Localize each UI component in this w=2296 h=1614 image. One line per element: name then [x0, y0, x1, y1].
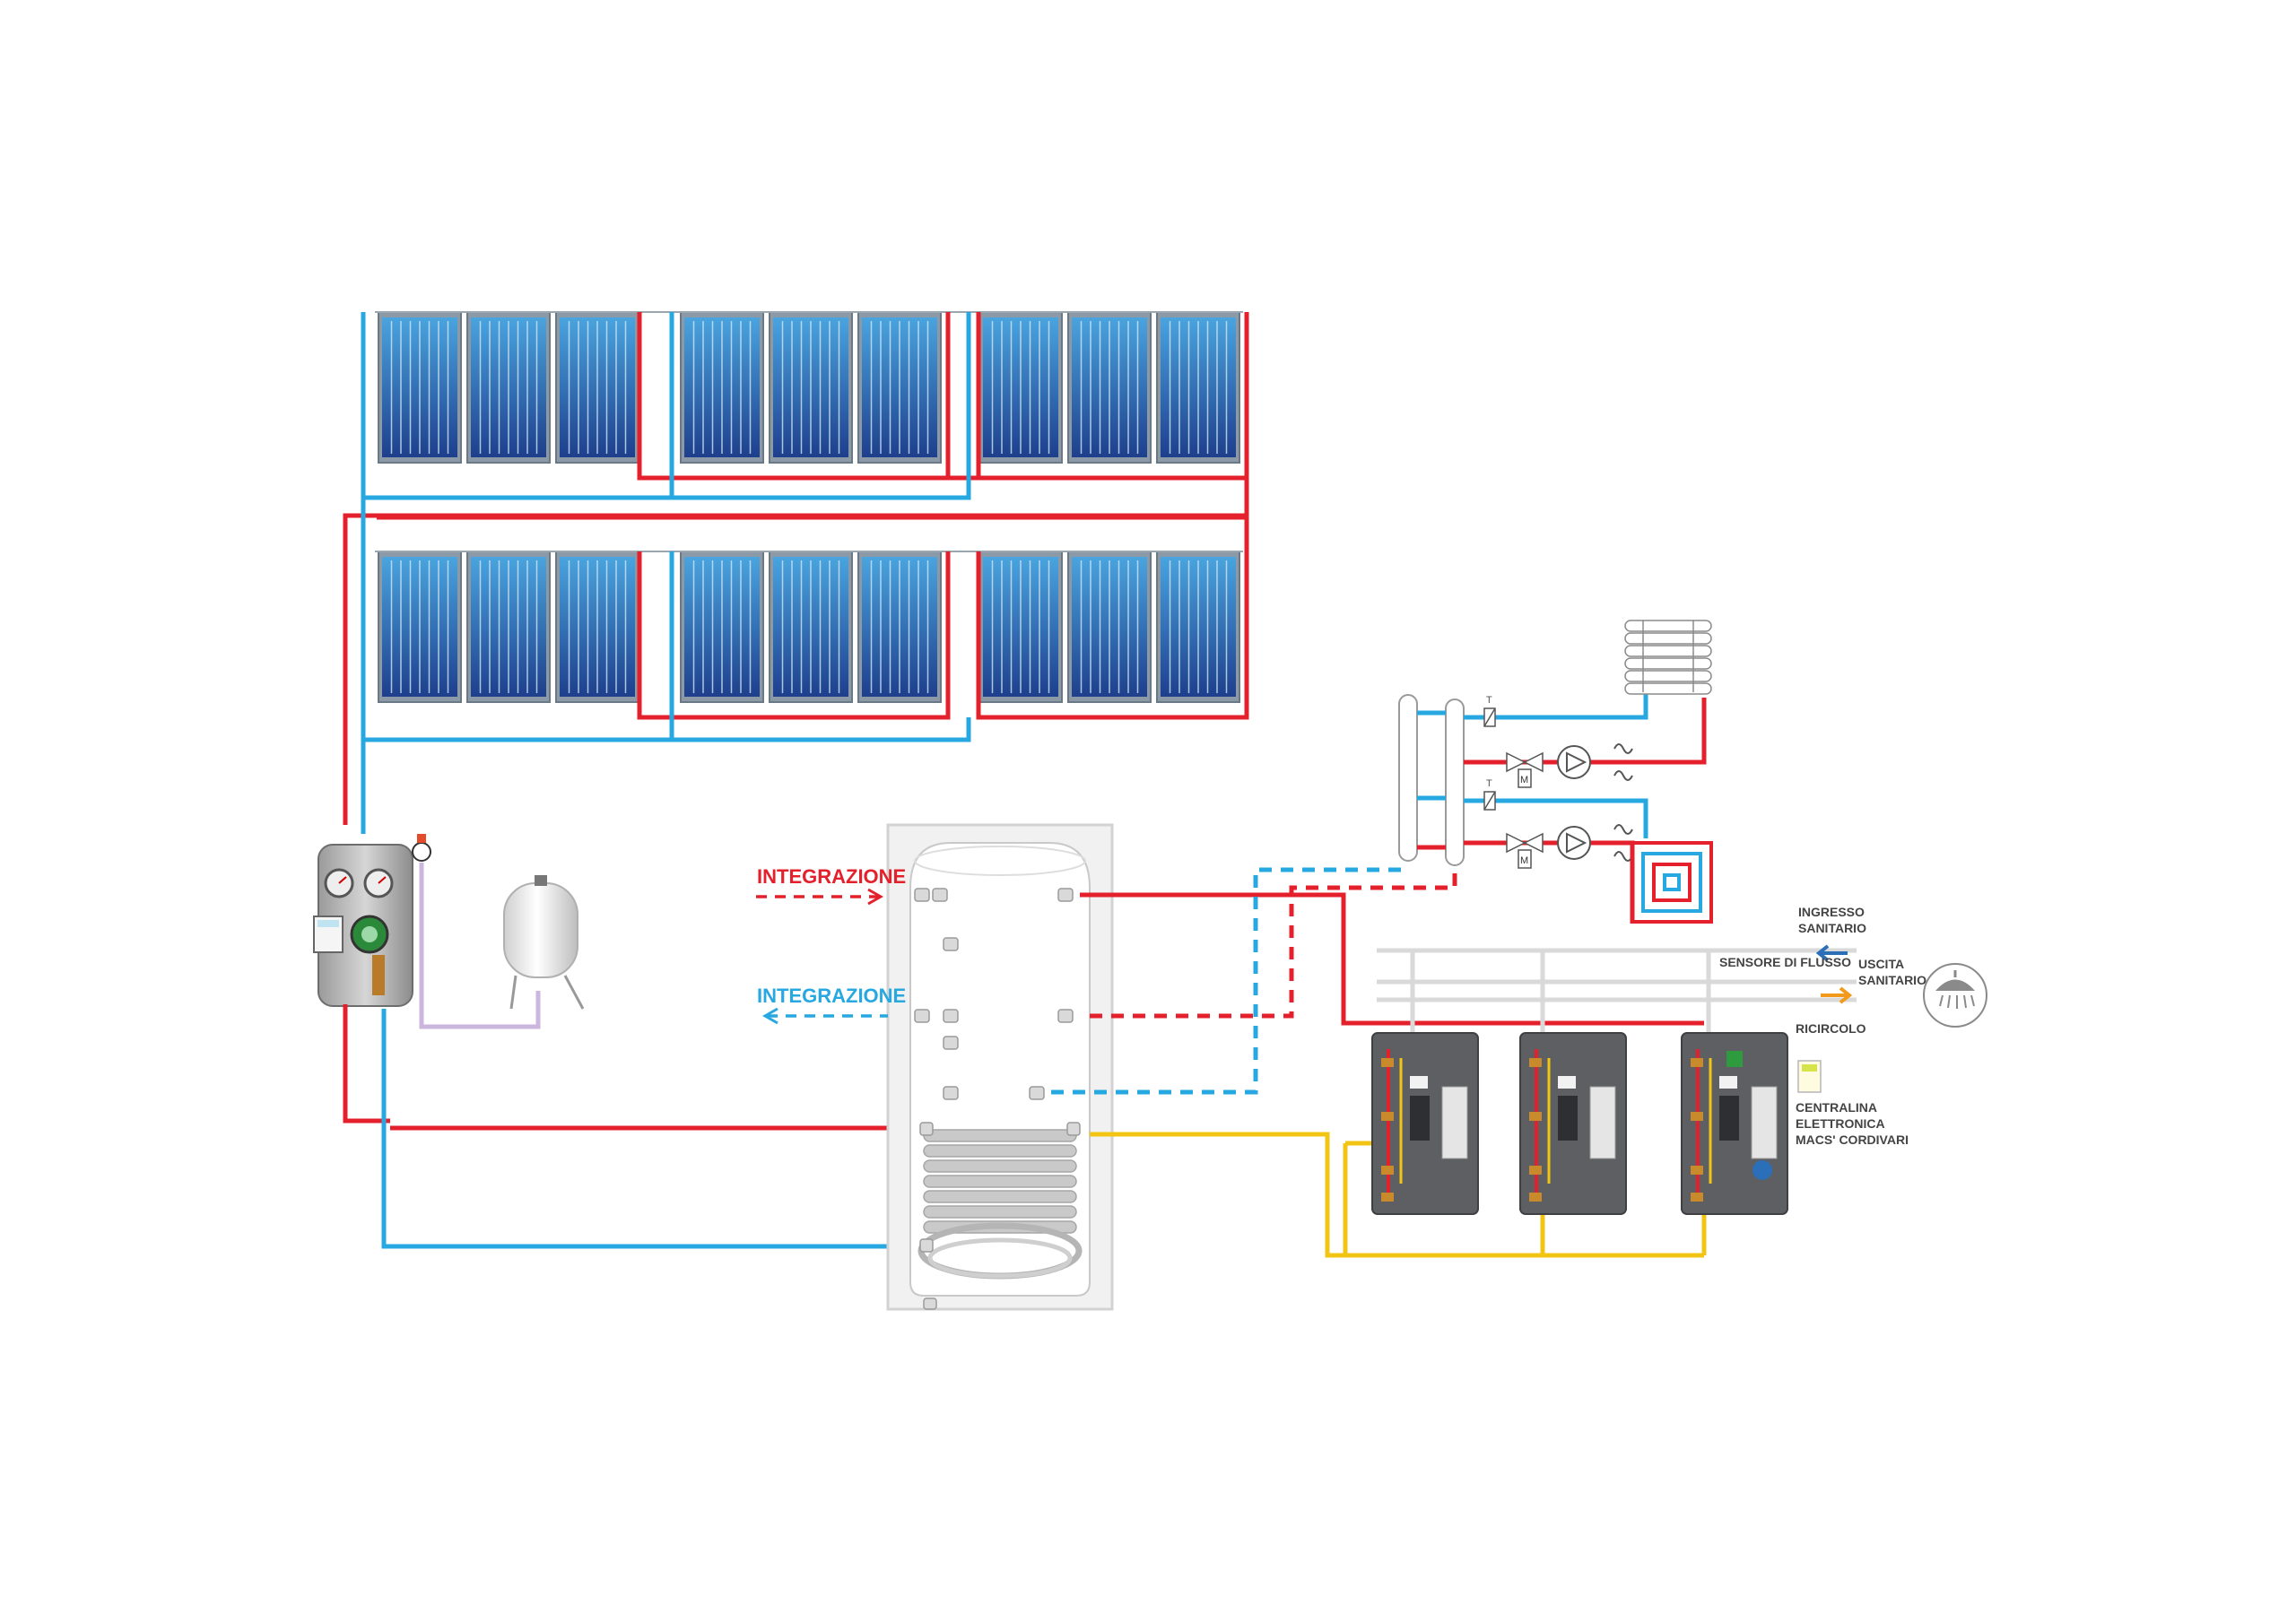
ingresso-sanitario-label-2: SANITARIO: [1798, 921, 1866, 935]
circuit-1-components: T M: [1483, 695, 1633, 788]
freshwater-module-icon: [1519, 1032, 1627, 1215]
solar-pump-station-icon: [313, 834, 431, 1007]
tank-heat-exchanger-coil: [923, 1129, 1077, 1234]
centralina-label-1: CENTRALINA: [1796, 1100, 1877, 1115]
solar-panel-icon: [1156, 551, 1240, 703]
sanitary-inlet-arrow: [1815, 944, 1848, 962]
solar-panel-icon: [1067, 551, 1152, 703]
solar-panel-icon: [466, 551, 551, 703]
solar-panel-array: [375, 311, 1243, 703]
motor-label-m2: M: [1520, 855, 1528, 866]
controller-icon: [1797, 1060, 1822, 1093]
ingresso-sanitario-label-1: INGRESSO: [1798, 905, 1865, 919]
solar-panel-icon: [978, 311, 1063, 464]
motor-label-m1: M: [1520, 775, 1528, 785]
solar-panel-icon: [378, 311, 462, 464]
centralina-label-2: ELETTRONICA: [1796, 1116, 1885, 1131]
solar-panel-icon: [857, 551, 942, 703]
uscita-sanitario-label-2: SANITARIO: [1858, 973, 1926, 987]
valve-label-t2: T: [1486, 778, 1492, 789]
shower-icon: [1923, 963, 1987, 1028]
sanitary-outlet-arrow: [1821, 986, 1853, 1004]
hydraulic-separator: [1398, 694, 1465, 866]
solar-loop-piping: [343, 1004, 919, 1249]
freshwater-module-icon: [1371, 1032, 1479, 1215]
sanitary-header-piping: [1377, 948, 1857, 1040]
collector-piping: [343, 312, 1249, 834]
valve-label-t1: T: [1486, 695, 1492, 706]
solar-panel-icon: [378, 551, 462, 703]
solar-panel-icon: [680, 311, 764, 464]
solar-panel-icon: [769, 311, 853, 464]
solar-panel-icon: [680, 551, 764, 703]
circulator-pump-icon: [1557, 745, 1591, 779]
solar-panel-icon: [1067, 311, 1152, 464]
integration-out-label: INTEGRAZIONE: [757, 985, 906, 1007]
solar-panel-icon: [769, 551, 853, 703]
centralina-label-3: MACS' CORDIVARI: [1796, 1132, 1909, 1147]
circuit-2-components: T M: [1483, 778, 1633, 869]
uscita-sanitario-label-1: USCITA: [1858, 957, 1904, 971]
storage-tank-icon: [886, 823, 1114, 1311]
freshwater-module-icon: [1681, 1032, 1788, 1215]
integration-outlet-arrow: [761, 1007, 888, 1025]
solar-panel-icon: [555, 551, 639, 703]
floor-heating-coil-icon: [1631, 841, 1713, 924]
solar-panel-icon: [978, 551, 1063, 703]
expansion-vessel-icon: [503, 875, 585, 1010]
solar-panel-icon: [1156, 311, 1240, 464]
solar-panel-icon: [555, 311, 639, 464]
ricircolo-label: RICIRCOLO: [1796, 1021, 1866, 1036]
sensore-di-flusso-label: SENSORE DI FLUSSO: [1719, 955, 1851, 969]
heating-circuit-piping: [1051, 865, 1707, 1258]
solar-panel-icon: [466, 311, 551, 464]
solar-panel-icon: [857, 311, 942, 464]
vessel-connection-pipe: [419, 863, 541, 1029]
freshwater-modules: [1371, 1032, 1788, 1215]
integration-inlet-arrow: [756, 888, 884, 906]
circulator-pump-icon: [1557, 826, 1591, 860]
radiator-icon: [1624, 620, 1712, 695]
integration-in-label: INTEGRAZIONE: [757, 865, 906, 888]
